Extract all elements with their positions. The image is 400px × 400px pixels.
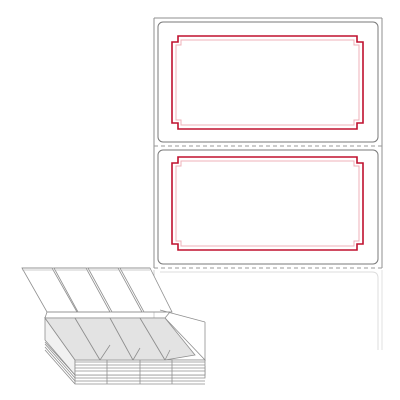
label-2-die-cut	[157, 149, 379, 265]
label-3-partial-edge	[160, 271, 379, 350]
frame-2-inner-border	[175, 160, 360, 247]
label-sheet	[153, 17, 383, 350]
stack-fold-face	[44, 317, 196, 361]
frame-1-outer-border	[171, 35, 364, 130]
stack-unfolded-sheets	[21, 267, 206, 360]
frame-1-inner-border	[175, 39, 360, 126]
label-1-die-cut	[157, 21, 379, 143]
decorative-frame-icon	[171, 35, 364, 251]
fanfold-stack-icon	[21, 267, 206, 385]
frame-2-outer-border	[171, 156, 364, 251]
